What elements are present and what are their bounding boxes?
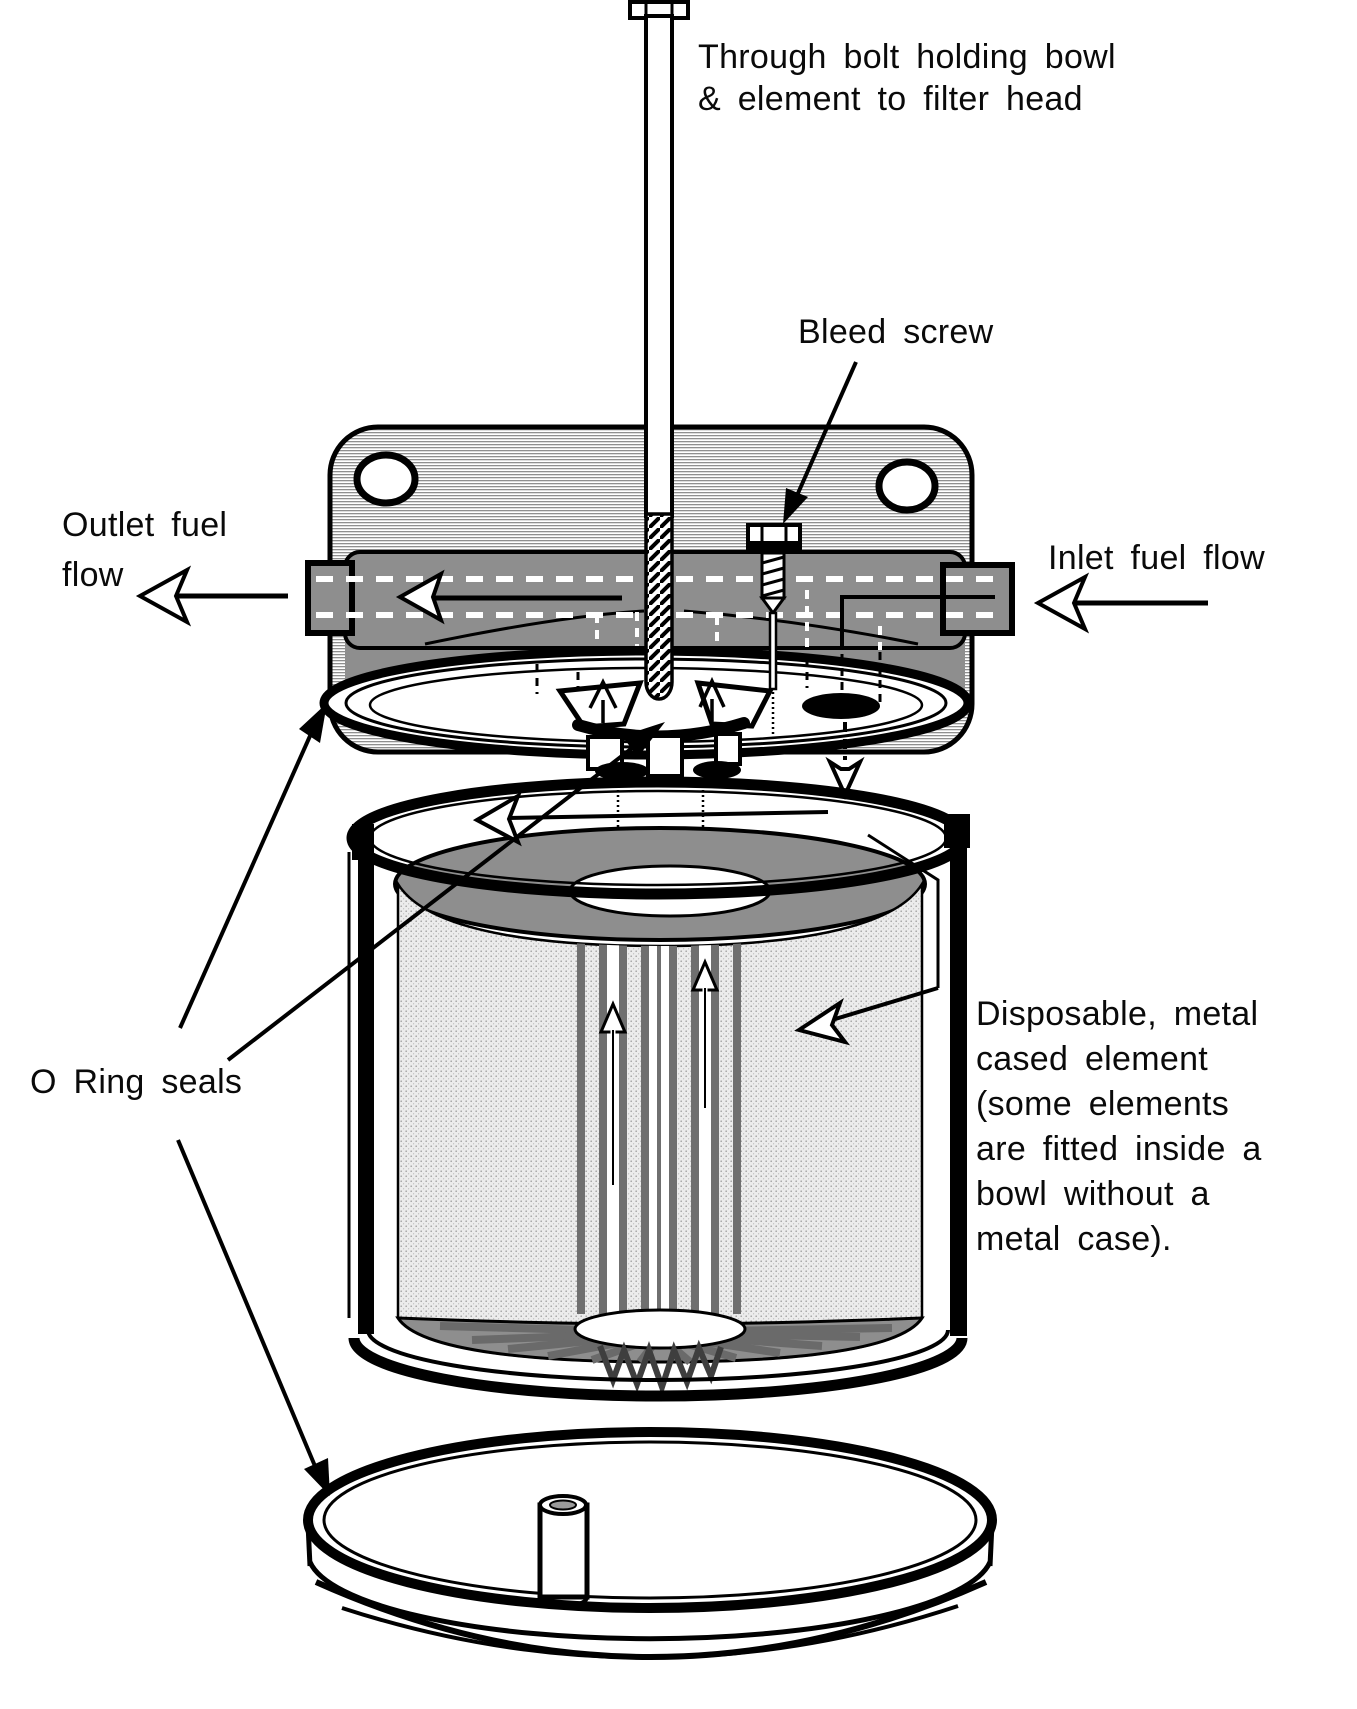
disposable-element-label: Disposable, metal cased element (some el… xyxy=(976,995,1262,1258)
oring-pointer-head-flange-tip xyxy=(299,703,327,743)
in-can-arrow-line xyxy=(504,810,829,820)
oring-pointer-spigot-line xyxy=(226,740,642,1062)
oring-pointer-bowl-line xyxy=(176,1139,322,1479)
upflow-arrow-left xyxy=(588,678,618,723)
bleed-screw-pointer-head xyxy=(783,488,808,524)
element-upflow-arrows xyxy=(598,958,720,1185)
bottom-pleats xyxy=(597,1339,724,1397)
through-bolt xyxy=(628,0,690,701)
bleed-screw-needle xyxy=(768,611,778,691)
mounting-hole-left xyxy=(353,451,419,507)
o-ring-seals-label: O Ring seals xyxy=(30,1063,243,1101)
element-bottom xyxy=(395,1308,925,1397)
filter-element xyxy=(393,826,940,1397)
oring-pointer-bowl-tip xyxy=(304,1458,330,1496)
bolt-shank xyxy=(644,14,674,518)
flow-arrows xyxy=(135,565,1208,634)
seat-funnel-left xyxy=(555,680,644,730)
bleed-screw xyxy=(746,523,802,691)
inlet-flow-arrow-head xyxy=(1033,572,1090,634)
outlet-fuel-flow-label: Outlet fuel flow xyxy=(62,506,228,594)
pointers xyxy=(176,361,939,1496)
outlet-pipe-stub xyxy=(305,560,355,636)
inlet-downflow-arrow xyxy=(825,722,865,800)
clamp-band-right xyxy=(950,840,967,1336)
bolt-threaded-section xyxy=(644,512,674,701)
bottom-hole xyxy=(573,1308,747,1350)
bleed-screw-pointer-line xyxy=(793,361,858,501)
downflow-dashes xyxy=(595,590,882,650)
oring-pointer-head-flange-line xyxy=(178,717,320,1029)
can-bottom-outer xyxy=(348,1337,968,1402)
inlet-internal-line xyxy=(840,595,995,650)
bleed-screw-washer xyxy=(746,541,802,553)
upflow-arrow-right xyxy=(698,676,726,721)
inlet-port-oval xyxy=(802,693,880,719)
element-seat xyxy=(555,676,774,730)
bleed-screw-taper xyxy=(759,596,787,616)
mounting-hole-right xyxy=(875,458,939,514)
clamp-band-left xyxy=(358,846,374,1334)
neck-seal-right xyxy=(693,761,741,779)
through-bolt-label: Through bolt holding bowl & element to f… xyxy=(698,38,1116,118)
element-pointer-head xyxy=(794,998,851,1046)
center-tube-stripes xyxy=(577,890,741,1314)
sediment-bowl xyxy=(303,1427,997,1660)
bowl-center-tube xyxy=(537,1494,590,1609)
element-notch xyxy=(867,833,940,988)
in-can-arrow-head xyxy=(472,791,522,847)
bleed-screw-hex-head xyxy=(746,523,802,545)
can-bottom-inner xyxy=(366,1329,950,1382)
outlet-flow-arrow-head xyxy=(135,565,192,627)
inlet-fuel-flow-label: Inlet fuel flow xyxy=(1048,539,1265,577)
passage-arrow-head xyxy=(395,569,445,625)
bowl-cone-inner xyxy=(341,1604,959,1660)
oring-pointer-spigot-tip xyxy=(622,722,665,757)
element-can xyxy=(346,776,970,1402)
bleed-screw-label: Bleed screw xyxy=(798,313,994,351)
